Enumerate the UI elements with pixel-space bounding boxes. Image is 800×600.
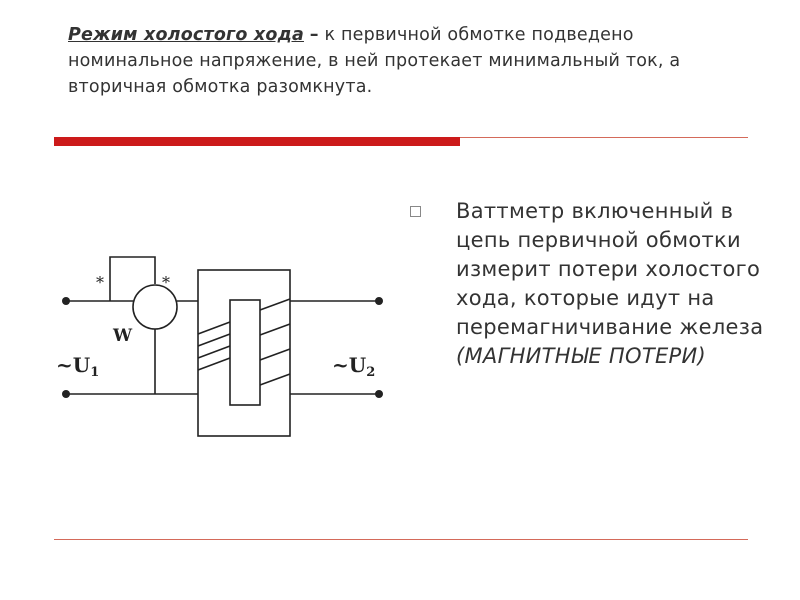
top-divider — [54, 137, 748, 147]
top-divider-thin — [460, 137, 748, 138]
title-dash: – — [309, 25, 319, 45]
input-terminal-bottom — [62, 390, 70, 398]
slide-title: Режим холостого хода – к первичной обмот… — [68, 22, 748, 100]
primary-turn-4 — [197, 357, 231, 371]
input-terminal-top — [62, 297, 70, 305]
primary-turn-3 — [197, 345, 231, 359]
primary-turn-2 — [197, 333, 231, 347]
bottom-divider — [54, 539, 748, 540]
wattmeter-star-right: * — [162, 273, 170, 292]
bullet-text: Ваттметр включенный в цепь первичной обм… — [456, 197, 766, 371]
square-bullet-icon — [410, 206, 421, 217]
secondary-turn-3 — [259, 348, 291, 361]
secondary-turn-1 — [259, 298, 291, 311]
wattmeter-label: W — [112, 326, 133, 346]
wattmeter-circle — [132, 284, 178, 330]
transformer-core-window — [229, 299, 261, 406]
bullet-emphasis: (МАГНИТНЫЕ ПОТЕРИ) — [456, 344, 707, 368]
secondary-turn-4 — [259, 373, 291, 386]
primary-turn-1 — [197, 321, 231, 335]
wattmeter-star-left: * — [96, 273, 104, 292]
title-term: Режим холостого хода — [68, 25, 304, 45]
secondary-turn-2 — [259, 323, 291, 336]
title-definition: к первичной обмотке подведено номинально… — [68, 25, 681, 97]
top-divider-thick — [54, 137, 460, 146]
input-voltage-label: ~U1 — [56, 353, 99, 380]
transformer-core-outer — [197, 269, 291, 437]
output-voltage-label: ~U2 — [332, 353, 375, 380]
wattmeter-bracket — [109, 256, 156, 301]
output-terminal-bottom — [375, 390, 383, 398]
output-terminal-top — [375, 297, 383, 305]
bullet-body: Ваттметр включенный в цепь первичной обм… — [456, 199, 764, 339]
